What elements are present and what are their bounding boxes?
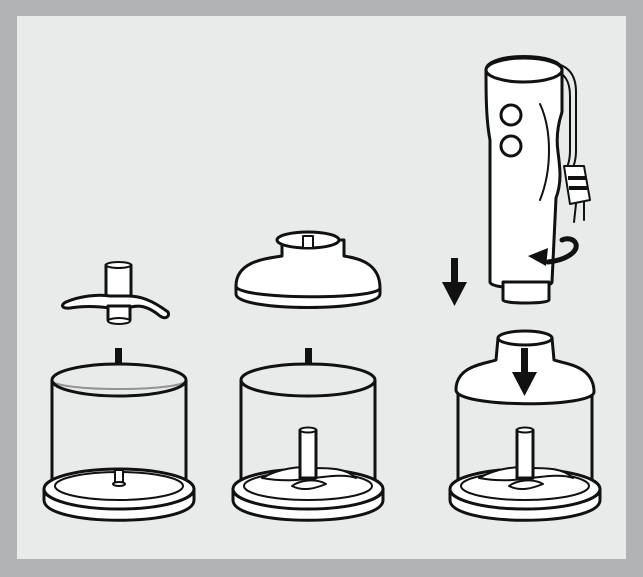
step-3 [442,55,602,522]
assembled-chopper [448,329,602,522]
motor-handle [484,55,591,305]
rotate-arrow-icon [545,236,579,265]
blade-insert [61,261,170,325]
step-2 [231,230,385,522]
arrow-down-icon [442,258,467,306]
step-1 [42,261,196,522]
rotate-arrow-head-icon [528,248,548,266]
gearbox-lid [234,230,382,309]
chopper-bowl [42,362,196,522]
arrow-down-icon [512,348,537,396]
chopper-bowl-with-blade [231,362,385,522]
